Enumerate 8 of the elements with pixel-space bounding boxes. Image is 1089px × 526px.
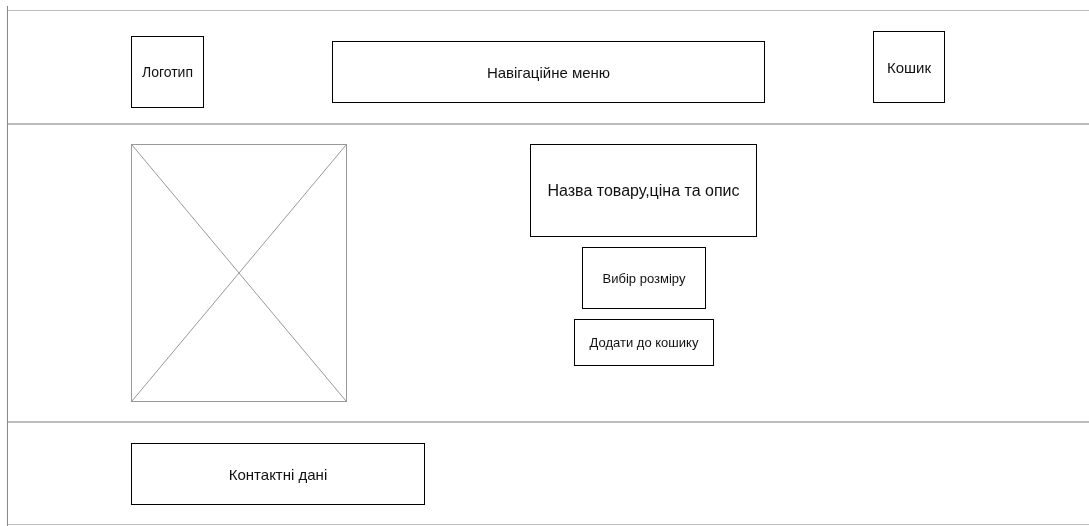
add-to-cart-button: Додати до кошику	[574, 319, 714, 366]
cart-button: Кошик	[873, 31, 945, 103]
size-selector: Вибір розміру	[582, 247, 706, 309]
image-placeholder	[131, 144, 347, 402]
header-block: Логотип	[131, 36, 204, 108]
navigation-menu: Навігаційне меню	[332, 41, 765, 103]
product-info-box: Назва товару,ціна та опис	[530, 144, 757, 237]
contact-info-box: Контактні дані	[131, 443, 425, 505]
